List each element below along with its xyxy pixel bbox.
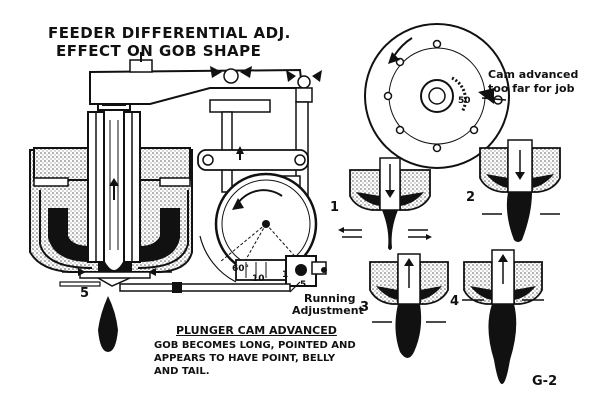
stage-number-2: 2: [466, 190, 476, 205]
plate-number: G-2: [532, 374, 558, 389]
mark-10-label: 10: [252, 274, 265, 284]
mark-1-label: 1: [282, 270, 289, 280]
stage-number-5: 5: [80, 286, 90, 301]
caption-line-3: AND TAIL.: [154, 366, 210, 377]
adjustment-label: Adjustment: [292, 304, 364, 317]
cam-dial: [364, 23, 510, 169]
gob-stage-4: [462, 249, 544, 384]
cam-note-line-1: Cam advanced: [488, 68, 579, 81]
caption-line-1: GOB BECOMES LONG, POINTED AND: [154, 340, 356, 351]
running-label: Running: [304, 292, 356, 305]
angle-60-label: 60°: [232, 264, 250, 274]
caption-line-2: APPEARS TO HAVE POINT, BELLY: [154, 353, 336, 364]
cam-note-line-2: too far for job: [488, 82, 575, 95]
stage-number-1: 1: [330, 200, 340, 215]
running-adjustment: [119, 255, 327, 293]
gob-stage-3: [369, 253, 449, 358]
dial-mark-50: 50: [458, 96, 471, 106]
stage-number-3: 3: [360, 300, 370, 315]
orifice-and-gob: [59, 268, 172, 352]
title-line-1: FEEDER DIFFERENTIAL ADJ.: [48, 24, 291, 42]
mark-5-label: 5: [300, 280, 307, 290]
title-line-2: EFFECT ON GOB SHAPE: [56, 42, 262, 60]
plunger-cam: [199, 172, 318, 283]
lever-arm: [89, 52, 322, 105]
gob-stage-2: [479, 139, 561, 242]
caption-heading: PLUNGER CAM ADVANCED: [176, 324, 337, 337]
plunger-tube: [87, 91, 141, 272]
stage-number-4: 4: [450, 294, 460, 309]
gob-stage-1: [338, 157, 432, 250]
